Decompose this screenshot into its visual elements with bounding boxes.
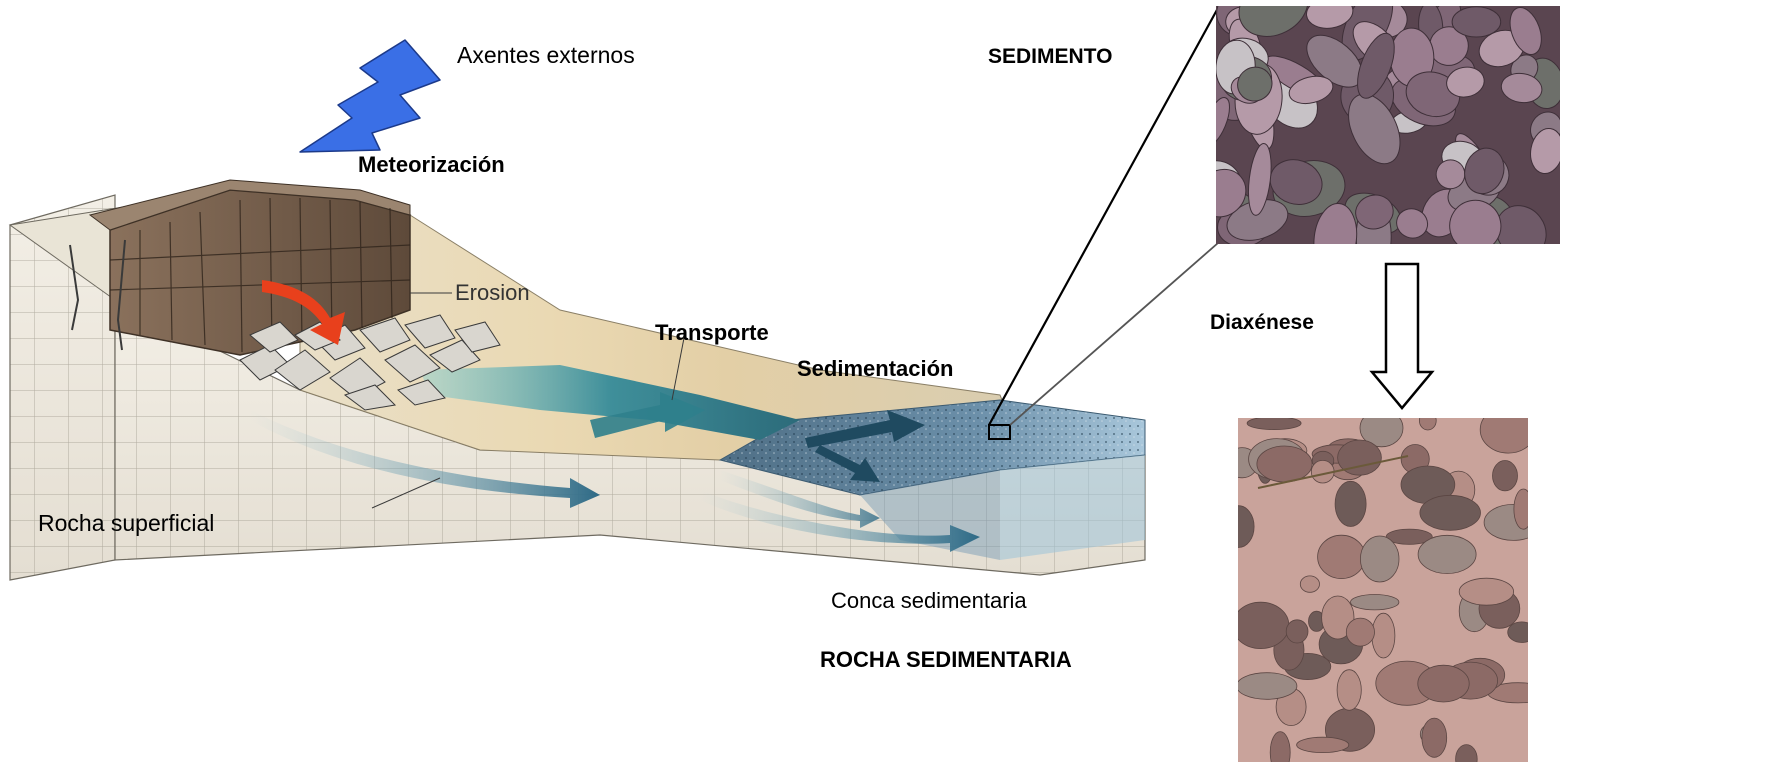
clast <box>1317 534 1366 579</box>
clast <box>1337 439 1382 476</box>
clast <box>1479 418 1528 454</box>
clast <box>1359 535 1400 583</box>
label-axentes-externos: Axentes externos <box>457 42 635 68</box>
clast <box>1421 717 1448 758</box>
clast <box>1269 731 1291 762</box>
sedimentation-arrow-down <box>815 445 880 482</box>
pebble <box>1237 66 1273 102</box>
pebble <box>1313 203 1358 244</box>
pebble <box>1464 147 1505 195</box>
clast <box>1345 617 1375 647</box>
label-conca-sedimentaria: Conca sedimentaria <box>831 588 1027 613</box>
clast <box>1419 418 1437 431</box>
clast <box>1513 488 1528 530</box>
clast <box>1385 528 1433 545</box>
zoom-box <box>988 424 1011 440</box>
pebble <box>1357 32 1395 99</box>
sediment-photo <box>1216 6 1560 244</box>
clast <box>1246 418 1302 430</box>
clast <box>1336 669 1362 711</box>
subsurface-arrow-lower <box>700 490 980 552</box>
subsurface-arrow-mid <box>720 470 880 528</box>
clast <box>1507 621 1528 643</box>
clast <box>1321 595 1355 640</box>
label-sedimento: SEDIMENTO <box>988 45 1113 68</box>
label-diaxenese: Diaxénese <box>1210 311 1314 334</box>
clast <box>1299 575 1320 593</box>
clast <box>1256 445 1313 483</box>
pebble <box>1348 93 1401 165</box>
pebble <box>1435 159 1466 190</box>
pebble <box>1500 72 1543 104</box>
clast <box>1285 619 1309 644</box>
clast <box>1455 744 1478 762</box>
clast <box>1371 612 1396 659</box>
pebble <box>1216 168 1247 218</box>
pebble <box>1238 6 1309 37</box>
pebble <box>1216 97 1230 147</box>
clast <box>1419 494 1481 531</box>
rubble-pile <box>239 314 501 411</box>
pebble <box>1451 6 1502 38</box>
pebble <box>1446 66 1485 98</box>
erosion-arrow <box>262 280 345 345</box>
label-meteorizacion: Meteorización <box>358 152 505 177</box>
clast <box>1417 534 1477 574</box>
pebble <box>1530 127 1560 175</box>
pebble <box>1247 143 1272 216</box>
pebble <box>1509 6 1542 56</box>
pebble <box>1288 75 1334 105</box>
label-sedimentacion: Sedimentación <box>797 356 954 381</box>
clast <box>1359 418 1404 448</box>
sedimentation-arrow-right <box>805 410 925 448</box>
clast <box>1296 736 1350 753</box>
transport-arrow <box>590 392 705 438</box>
pebble <box>1306 6 1354 29</box>
pebble <box>1495 205 1547 244</box>
label-rocha-sedimentaria: ROCHA SEDIMENTARIA <box>820 647 1072 672</box>
clast <box>1417 664 1470 703</box>
clast <box>1238 601 1290 649</box>
pebble <box>1396 208 1429 239</box>
pebble <box>1449 199 1502 244</box>
lightning-bolt-icon <box>299 39 441 153</box>
clast <box>1492 460 1518 492</box>
clasts <box>1238 418 1528 762</box>
clast <box>1238 505 1255 548</box>
label-transporte: Transporte <box>655 320 769 345</box>
label-rocha-superficial: Rocha superficial <box>38 510 215 536</box>
pebble <box>1355 194 1394 230</box>
label-erosion: Erosion <box>455 280 530 305</box>
clast <box>1334 480 1367 527</box>
clast <box>1350 594 1400 611</box>
clast <box>1238 672 1298 700</box>
clast <box>1458 577 1514 606</box>
subsurface-arrow-upper <box>250 410 600 508</box>
pebbles <box>1216 6 1560 244</box>
conglomerate-photo <box>1238 418 1528 762</box>
hollow-down-arrow-icon <box>1369 262 1435 410</box>
